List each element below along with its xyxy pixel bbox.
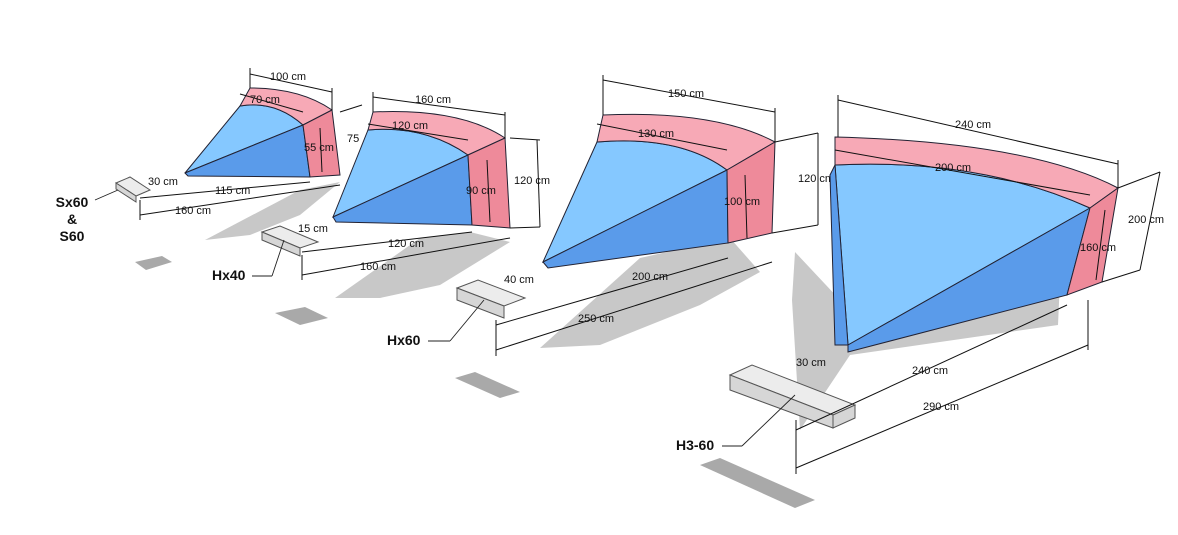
dim-hx60-length-outer: 250 cm [578, 313, 614, 325]
ledge-side-sx60 [115, 182, 137, 203]
dim-h3-60-arc-inner: 200 cm [935, 162, 971, 174]
ledge-shadow-hx60 [455, 372, 520, 398]
ledge-side-hx60 [456, 287, 505, 319]
dim-hx40-ledge: 15 cm [298, 223, 328, 235]
dim-h3-60-arc-outer: 240 cm [955, 119, 991, 131]
dim-sx60-face-height: 55 cm [304, 142, 334, 154]
shadow-sx60 [205, 182, 340, 240]
dim-h3-60-length-outer: 290 cm [923, 401, 959, 413]
ledge-sx60 [114, 176, 152, 203]
ledge-shadow-sx60 [135, 256, 172, 270]
shadow-hx60 [540, 238, 760, 348]
dim-hx40-length-outer: 160 cm [360, 261, 396, 273]
dim-hx40-arc-inner: 120 cm [392, 120, 428, 132]
dim-hx60-face-inner: 100 cm [724, 196, 760, 208]
ledge-hx60 [455, 279, 527, 319]
dim-hx60-ledge: 40 cm [504, 274, 534, 286]
label-sx60-line2: & [67, 211, 77, 227]
label-hx60: Hx60 [387, 332, 421, 348]
dim-sx60-arc-inner: 70 cm [250, 94, 280, 106]
dim-sx60-length-outer: 160 cm [175, 205, 211, 217]
label-h3-60: H3-60 [676, 437, 714, 453]
dim-hx60-arc-outer: 150 cm [668, 88, 704, 100]
dim-hx60-arc-inner: 130 cm [638, 128, 674, 140]
dim-hx60-face-outer: 120 cm [798, 173, 834, 185]
ledge-side-hx40 [261, 231, 301, 257]
model-h3-60: 240 cm 200 cm 160 cm 200 cm 30 cm 240 cm… [676, 95, 1164, 508]
dim-hx60-length-inner: 200 cm [632, 271, 668, 283]
label-sx60-line1: Sx60 [56, 194, 89, 210]
label-hx40: Hx40 [212, 267, 246, 283]
ramp-side-h3-60 [829, 163, 849, 346]
dim-hx40-face-inner: 90 cm [466, 185, 496, 197]
dim-hx40-arc-outer: 160 cm [415, 94, 451, 106]
model-hx60: 150 cm 130 cm 100 cm 120 cm 40 cm 200 cm… [387, 75, 834, 398]
dim-hx40-rim: 75 [347, 133, 359, 145]
shadow-hx40 [335, 232, 510, 298]
dim-sx60-length-inner: 115 cm [215, 185, 250, 197]
dim-h3-60-ledge: 30 cm [796, 357, 826, 369]
dim-h3-60-length-inner: 240 cm [912, 365, 948, 377]
ledge-shadow-sx60-b [275, 307, 328, 325]
dim-h3-60-face-inner: 160 cm [1080, 242, 1116, 254]
label-sx60-line3: S60 [60, 228, 85, 244]
dim-sx60-ledge: 30 cm [148, 176, 178, 188]
dim-hx40-length-inner: 120 cm [388, 238, 424, 250]
ledge-end-h3-60 [832, 404, 856, 429]
dim-sx60-arc-outer: 100 cm [270, 71, 306, 83]
ledge-hx40 [260, 225, 320, 257]
dim-h3-60-face-outer: 200 cm [1128, 214, 1164, 226]
ramp-face-sx60 [302, 109, 341, 178]
ledge-shadow-h3-60 [700, 458, 815, 508]
model-hx40: 160 cm 120 cm 75 90 cm 120 cm 15 cm 120 … [212, 92, 550, 298]
model-sx60: 100 cm 70 cm 55 cm 30 cm 115 cm 160 cm S… [56, 68, 341, 325]
dim-hx40-face-outer: 120 cm [514, 175, 550, 187]
ledge-h3-60 [728, 364, 857, 429]
